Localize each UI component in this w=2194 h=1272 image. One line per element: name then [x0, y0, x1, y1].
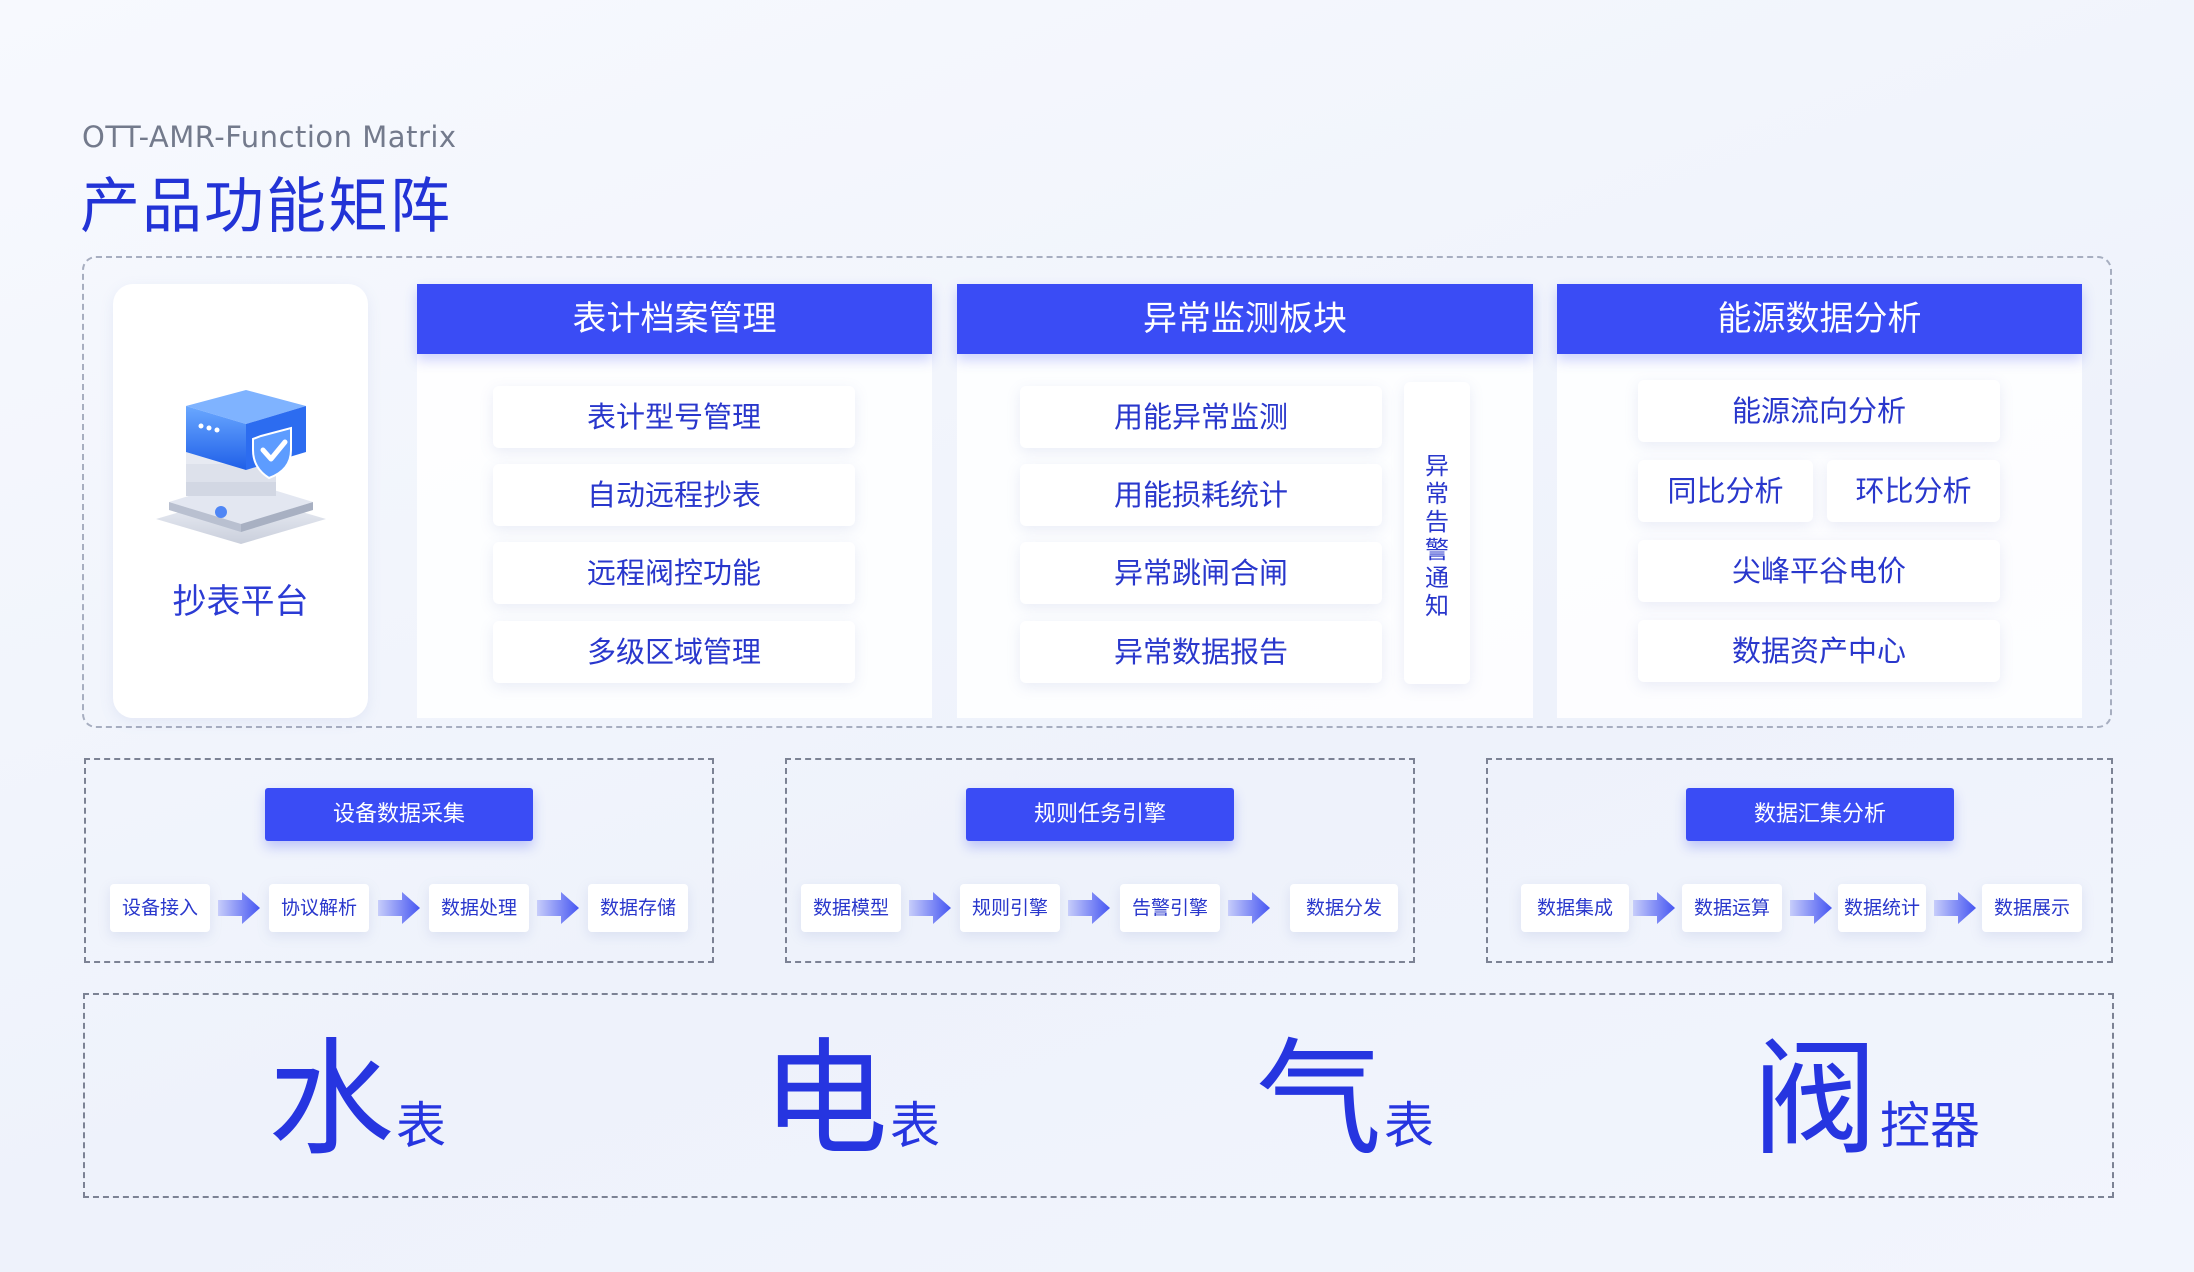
meter-archive-item[interactable]: 表计型号管理 — [493, 386, 855, 448]
pipeline-title: 数据汇集分析 — [1686, 788, 1954, 841]
meter-types-box — [83, 993, 2114, 1198]
meter-small-text: 表 — [396, 1097, 446, 1155]
meter-big-char: 电 — [762, 1026, 888, 1173]
meter-small-text: 表 — [890, 1097, 940, 1155]
pipeline-title: 规则任务引擎 — [966, 788, 1234, 841]
arrow-right-icon — [1228, 892, 1270, 924]
alarm-notice-char: 异 — [1425, 452, 1449, 480]
alarm-notice-char: 告 — [1425, 508, 1449, 536]
meter-small-text: 控器 — [1880, 1097, 1980, 1155]
arrow-right-icon — [1068, 892, 1110, 924]
anomaly-item[interactable]: 用能损耗统计 — [1020, 464, 1382, 526]
pipeline-step[interactable]: 数据模型 — [801, 884, 901, 932]
pipeline-box-rules — [785, 758, 1415, 963]
valve-controller-label: 阀控器 — [1752, 1030, 1980, 1170]
meter-archive-header: 表计档案管理 — [417, 284, 932, 354]
pipeline-step[interactable]: 规则引擎 — [960, 884, 1060, 932]
energy-item[interactable]: 能源流向分析 — [1638, 380, 2000, 442]
pipeline-step[interactable]: 数据存储 — [588, 884, 688, 932]
electric-meter-label: 电表 — [762, 1030, 940, 1170]
pipeline-step[interactable]: 数据统计 — [1838, 884, 1926, 932]
arrow-right-icon — [1934, 892, 1976, 924]
pipeline-box-collect — [84, 758, 714, 963]
energy-item[interactable]: 同比分析 — [1638, 460, 1813, 522]
meter-big-char: 水 — [268, 1026, 394, 1173]
alarm-notice-char: 通 — [1425, 564, 1449, 592]
meter-big-char: 气 — [1256, 1026, 1382, 1173]
platform-card: 抄表平台 — [113, 284, 368, 718]
pipeline-step[interactable]: 数据展示 — [1982, 884, 2082, 932]
energy-item[interactable]: 环比分析 — [1827, 460, 2000, 522]
energy-header: 能源数据分析 — [1557, 284, 2082, 354]
meter-small-text: 表 — [1384, 1097, 1434, 1155]
alarm-notice-char: 警 — [1425, 536, 1449, 564]
pipeline-step[interactable]: 数据分发 — [1290, 884, 1398, 932]
arrow-right-icon — [378, 892, 420, 924]
energy-item[interactable]: 尖峰平谷电价 — [1638, 540, 2000, 602]
anomaly-header: 异常监测板块 — [957, 284, 1533, 354]
energy-item[interactable]: 数据资产中心 — [1638, 620, 2000, 682]
meter-archive-panel: 表计档案管理 表计型号管理 自动远程抄表 远程阀控功能 多级区域管理 — [417, 284, 932, 718]
anomaly-item[interactable]: 用能异常监测 — [1020, 386, 1382, 448]
page-title: 产品功能矩阵 — [80, 172, 452, 242]
function-matrix-frame — [82, 256, 2112, 728]
water-meter-label: 水表 — [268, 1030, 446, 1170]
anomaly-item[interactable]: 异常跳闸合闸 — [1020, 542, 1382, 604]
alarm-notice-char: 常 — [1425, 480, 1449, 508]
pipeline-box-analysis — [1486, 758, 2113, 963]
pipeline-step[interactable]: 数据处理 — [429, 884, 529, 932]
pipeline-title: 设备数据采集 — [265, 788, 533, 841]
meter-big-char: 阀 — [1752, 1026, 1878, 1173]
gas-meter-label: 气表 — [1256, 1030, 1434, 1170]
pipeline-step[interactable]: 数据集成 — [1521, 884, 1629, 932]
page-subtitle: OTT-AMR-Function Matrix — [82, 120, 457, 154]
platform-label: 抄表平台 — [172, 582, 309, 622]
meter-archive-item[interactable]: 远程阀控功能 — [493, 542, 855, 604]
server-shield-icon — [156, 390, 326, 544]
meter-archive-item[interactable]: 自动远程抄表 — [493, 464, 855, 526]
pipeline-step[interactable]: 数据运算 — [1682, 884, 1782, 932]
pipeline-step[interactable]: 协议解析 — [269, 884, 369, 932]
alarm-notice-item[interactable]: 异 常 告 警 通 知 — [1404, 382, 1470, 684]
arrow-right-icon — [909, 892, 951, 924]
anomaly-item[interactable]: 异常数据报告 — [1020, 621, 1382, 683]
pipeline-step[interactable]: 告警引擎 — [1120, 884, 1220, 932]
arrow-right-icon — [537, 892, 579, 924]
pipeline-step[interactable]: 设备接入 — [110, 884, 210, 932]
arrow-right-icon — [1633, 892, 1675, 924]
anomaly-panel: 异常监测板块 用能异常监测 用能损耗统计 异常跳闸合闸 异常数据报告 异 常 告… — [957, 284, 1533, 718]
alarm-notice-char: 知 — [1425, 592, 1449, 620]
meter-archive-item[interactable]: 多级区域管理 — [493, 621, 855, 683]
energy-panel: 能源数据分析 能源流向分析 同比分析 环比分析 尖峰平谷电价 数据资产中心 — [1557, 284, 2082, 718]
arrow-right-icon — [218, 892, 260, 924]
arrow-right-icon — [1790, 892, 1832, 924]
